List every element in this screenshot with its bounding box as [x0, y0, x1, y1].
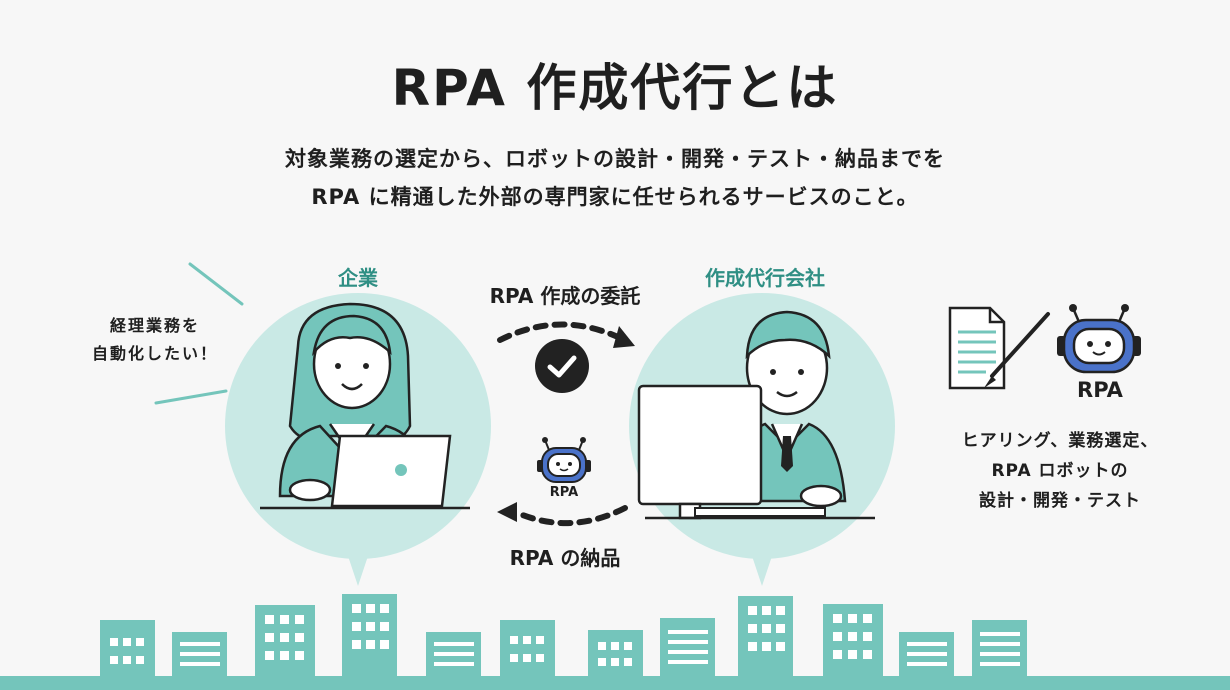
delivery-label: RPA の納品	[509, 546, 621, 570]
description-line-2: RPA ロボットの	[991, 461, 1129, 481]
robot-icon-small	[537, 437, 591, 483]
company-illustration	[225, 293, 491, 586]
speech-text: 経理業務を 自動化したい！	[70, 312, 240, 368]
robot-label-small: RPA	[549, 485, 579, 500]
agency-label: 作成代行会社	[705, 266, 825, 290]
description-line-3: 設計・開発・テスト	[979, 491, 1141, 511]
speech-line-1: 経理業務を	[109, 316, 200, 335]
subtitle-line-2: RPA に精通した外部の専門家に任せられるサービスのこと。	[311, 185, 919, 209]
check-icon	[535, 339, 589, 393]
commission-arrow	[497, 321, 635, 348]
speech-line-2: 自動化したい！	[91, 344, 218, 363]
document-pen-icon	[948, 306, 1050, 390]
delivery-arrow	[497, 502, 628, 527]
description-line-1: ヒアリング、業務選定、	[961, 431, 1159, 451]
page-title: RPA 作成代行とは	[391, 59, 839, 117]
commission-label: RPA 作成の委託	[489, 284, 641, 308]
robot-label-large: RPA	[1077, 378, 1123, 402]
company-label: 企業	[338, 266, 378, 290]
subtitle-line-1: 対象業務の選定から、ロボットの設計・開発・テスト・納品までを	[285, 147, 945, 171]
robot-icon-large	[1057, 304, 1141, 374]
subtitle: 対象業務の選定から、ロボットの設計・開発・テスト・納品までを RPA に精通した…	[0, 140, 1230, 216]
service-description: ヒアリング、業務選定、 RPA ロボットの 設計・開発・テスト	[930, 426, 1190, 516]
agency-illustration	[629, 293, 895, 586]
